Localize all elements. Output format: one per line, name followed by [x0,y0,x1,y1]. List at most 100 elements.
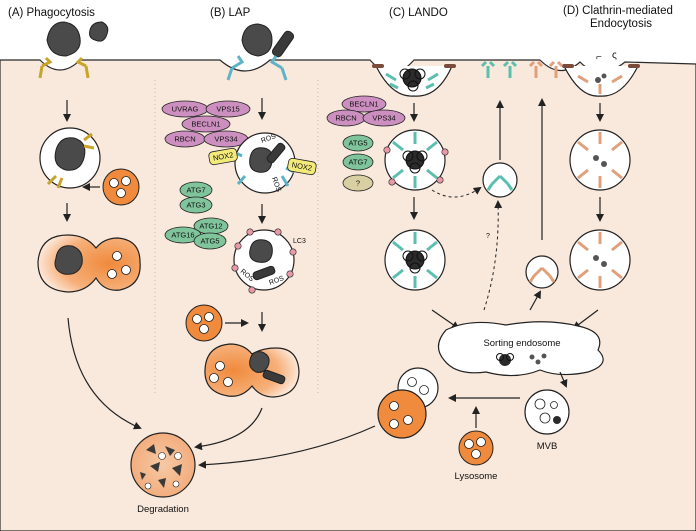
mvb-vesicle [403,415,413,425]
lysosome-vesicle [464,439,474,449]
clathrin-cargo [601,261,607,267]
lc3-dot [274,228,282,236]
degradation-group: Degradation [130,432,196,515]
clathrin-cargo [593,155,599,161]
lc3-label: LC3 [293,238,306,245]
protein-uvrag-label: UVRAG [172,105,199,114]
protein-unknown-label: ? [356,179,360,188]
aggregate-blob [409,162,421,174]
arrow [67,317,142,430]
lc3-dots [383,146,449,186]
aggregate-blob [402,68,422,88]
aggregate-blob [405,150,425,170]
cargo-particle [241,23,273,57]
receptor-blue [226,55,245,81]
panel-c: BECLN1 RBCN VPS34 ATG5 ATG7 ? [326,60,518,330]
degradation-label: Degradation [137,504,189,515]
panel-a [37,21,142,430]
receptor-blue [269,55,288,81]
cargo-glyph: ⌐ [596,52,602,63]
lysosome-vesicle [121,176,131,186]
lysosome [102,168,140,206]
cargo-rod [271,30,295,58]
cargo-rod [266,142,286,164]
cargo-particle [46,21,81,57]
protein-atg7-label: ATG7 [186,186,205,195]
receptor-gold [83,132,95,150]
protein-atg7 [342,153,374,171]
protein-atg12-label: ATG12 [199,222,222,231]
aggregate-blob [414,68,426,80]
mvb-group: MVB [448,389,570,452]
fragment [150,462,160,472]
lysosome-vesicle [116,188,126,198]
lysosome-vesicle [204,312,214,322]
receptor-teal [425,72,439,90]
mvb-vesicle [550,401,558,409]
lc3-dot [286,270,294,278]
lc3-dot [383,146,391,154]
recycling-vesicle [482,162,518,198]
lysosome-label: Lysosome [455,471,498,482]
fragment [172,480,180,488]
receptor-gold [46,174,64,189]
cargo-aggregate [496,353,514,366]
sorting-endosome [437,321,604,377]
aggregate-blob [499,354,511,366]
nox2-protein [208,147,238,166]
arrow [198,425,376,469]
degraded-fragments [140,444,182,490]
protein-atg5 [342,134,374,152]
ros-label: ROS [268,275,285,287]
cargo-glyph: ς [612,50,617,61]
clathrin-cup [563,65,639,97]
lysosome-vesicle [199,324,209,334]
lysosome-vesicle [112,251,122,261]
cargo-particle [249,239,273,263]
protein-atg3 [179,196,213,214]
protein-rbcn-label: RBCN [335,114,356,123]
recycling-vesicle [525,255,559,289]
protein-vps34 [362,109,406,127]
panel-b-title: (B) LAP [210,7,251,19]
cargo-aggregate [402,150,428,174]
lc3-dot [436,176,444,184]
mvb-vesicle [389,401,399,411]
lc3-dot [234,242,242,250]
brown-adaptor [444,64,456,68]
arrow [431,309,460,330]
clathrin-cargo [601,73,607,79]
receptor-salmon [577,74,623,94]
cargo-rod [252,265,276,281]
aggregate-blob [399,68,411,80]
aggregate-blob [416,250,428,262]
mvb [524,389,570,435]
protein-rbcn-label: RBCN [174,135,195,144]
cargo-particle [54,245,83,275]
clathrin-coated-vesicle [569,129,631,191]
lysosome-group: Lysosome [455,406,498,482]
mvb-vesicle [553,416,561,424]
mvb-label: MVB [537,441,558,452]
receptor-salmon [528,266,556,283]
panel-d-title-line2: Endocytosis [590,18,652,30]
lysosome-vesicle [215,361,225,371]
nox2-label: NOX2 [212,150,234,162]
brown-adaptor [628,64,640,68]
receptor-salmon [548,60,564,78]
arrow [559,371,568,388]
receptor-teal [385,72,399,90]
clathrin-cargo [529,354,535,360]
receptor-teal [486,174,514,191]
protein-vps15-label: VPS15 [216,105,239,114]
protein-vps34-label: VPS34 [372,114,395,123]
fragment [144,482,152,490]
lysosome [185,304,223,342]
phagolysosome [37,234,141,293]
nox2-protein [287,157,317,176]
sorting-endosome-label: Sorting endosome [483,338,560,349]
mvb-vesicle [419,385,429,395]
mvb-vesicle [407,377,417,387]
aggregate-blob [409,262,421,274]
